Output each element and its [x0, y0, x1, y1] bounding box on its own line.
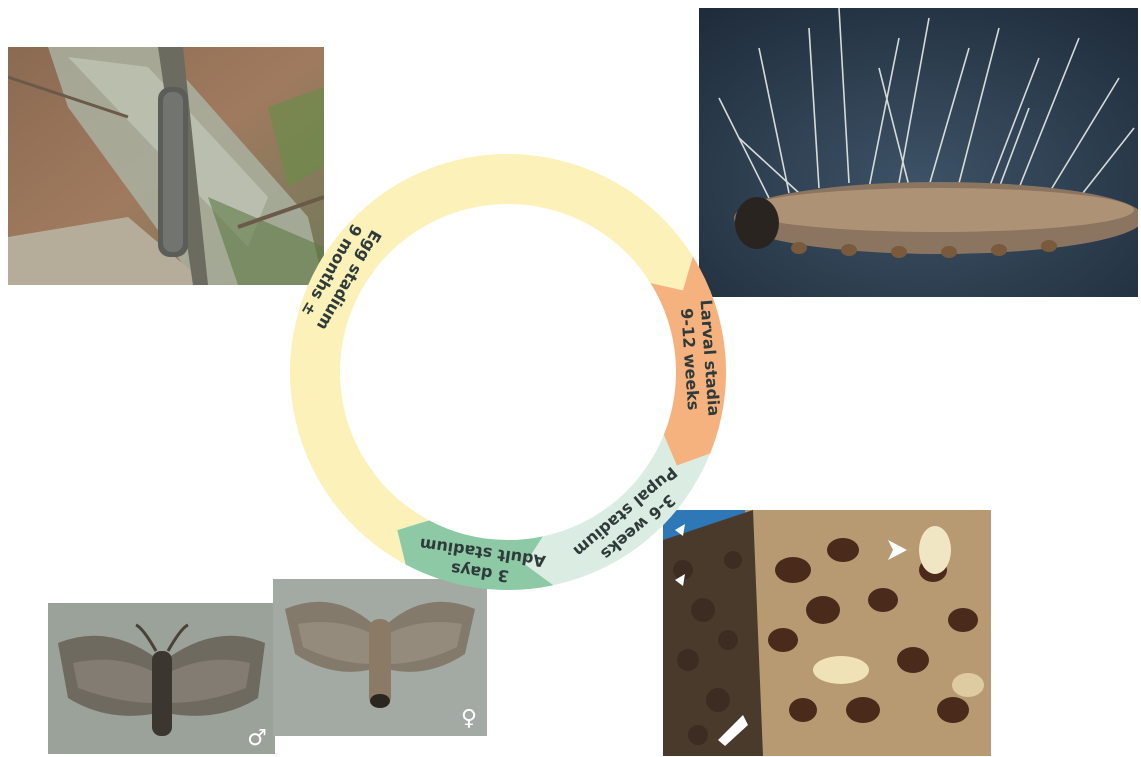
cycle-segments: [290, 154, 726, 590]
cycle-label-larval: Larval stadia9-12 weeks: [677, 299, 724, 418]
